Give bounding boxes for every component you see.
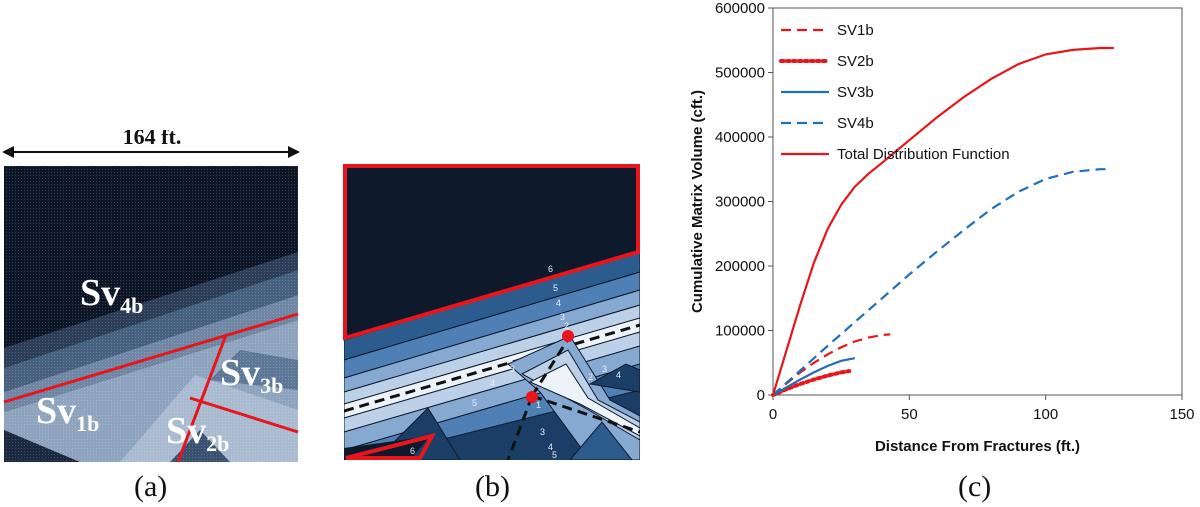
series-line (771, 46, 1114, 396)
x-tick-label: 0 (769, 406, 777, 423)
legend-entry: SV2b (837, 53, 874, 70)
series-line (771, 369, 852, 397)
partition-line (176, 334, 228, 463)
x-tick-label: 50 (901, 406, 918, 423)
legend-entry: SV1b (837, 22, 874, 39)
y-tick-label: 200000 (715, 258, 765, 275)
contour-label: 4 (548, 442, 553, 452)
contour-label: 5 (553, 283, 558, 293)
y-tick-label: 100000 (715, 323, 765, 340)
caption-c: (c) (958, 470, 992, 503)
caption-a: (a) (134, 470, 168, 503)
y-tick-label: 400000 (715, 129, 765, 146)
contour-label: 5 (552, 450, 557, 460)
contour-label: 3 (540, 427, 545, 437)
y-tick-label: 300000 (715, 194, 765, 211)
region-boundary (345, 432, 436, 460)
contour-map (344, 164, 640, 460)
arrow-left-icon (2, 146, 14, 158)
contour-label: 5 (472, 398, 477, 408)
x-tick-label: 150 (1169, 406, 1194, 423)
contour-label: 6 (410, 446, 415, 456)
fracture-line (530, 335, 572, 397)
arrow-right-icon (288, 146, 300, 158)
partition-line (3, 312, 299, 404)
fracture-line (344, 323, 640, 413)
chart-svg: 0 100000 200000 300000 400000 500000 600000 0 50… (689, 0, 1195, 455)
chart-axes: 0 100000 200000 300000 400000 500000 600000 0 50… (715, 0, 1195, 423)
x-axis-label: Distance From Fractures (ft.) (875, 438, 1080, 455)
series-line (772, 333, 891, 396)
panel-b: 6 5 4 3 2 3 4 5 3 4 5 6 1 2 3 4 (340, 160, 645, 465)
legend-entry: Total Distribution Function (837, 146, 1010, 163)
y-tick-label: 600000 (715, 0, 765, 17)
fracture-line (506, 395, 534, 460)
panel-c-chart: 0 100000 200000 300000 400000 500000 600000 0 50… (680, 0, 1200, 470)
y-tick-label: 500000 (715, 65, 765, 82)
y-tick-label: 0 (757, 387, 765, 404)
legend-entry: SV3b (837, 84, 874, 101)
mesh-image (4, 166, 298, 462)
x-tick-label: 100 (1033, 406, 1058, 423)
fracture-junction-point (562, 330, 574, 342)
width-label: 164 ft. (123, 130, 182, 149)
panel-a: 164 ft. Sv4b Sv3b Sv1b Sv2b (0, 124, 305, 470)
contour-label: 3 (560, 312, 565, 322)
region-boundary (343, 164, 640, 341)
partition-line (189, 396, 299, 434)
plot-frame (772, 7, 1183, 396)
contour-labels: 6 5 4 3 2 3 4 5 3 4 5 6 1 2 3 4 (410, 264, 621, 460)
caption-b: (b) (475, 470, 510, 503)
contour-label: 3 (510, 364, 515, 374)
fracture-junction-point (526, 391, 538, 403)
contour-label: 4 (490, 378, 495, 388)
panel-b-svg: 6 5 4 3 2 3 4 5 3 4 5 6 1 2 3 4 (343, 164, 640, 460)
series-line (772, 168, 1112, 396)
y-axis-label: Cumulative Matrix Volume (cft.) (689, 90, 706, 313)
contour-label: 1 (536, 400, 541, 410)
contour-label: 4 (556, 298, 561, 308)
contour-label: 3 (602, 364, 607, 374)
contour-label: 4 (616, 370, 621, 380)
region-label-sv1b: Sv1b (36, 390, 99, 436)
fracture-line (531, 394, 640, 434)
region-label-sv3b: Sv3b (220, 352, 283, 398)
series-line (772, 357, 856, 396)
contour-label: 6 (548, 264, 553, 274)
region-label-sv4b: Sv4b (80, 272, 143, 318)
chart-series (771, 46, 1114, 397)
region-label-sv2b: Sv2b (166, 410, 229, 456)
contour-label: 2 (564, 321, 569, 331)
contour-label: 2 (588, 372, 593, 382)
panel-a-svg: 164 ft. Sv4b Sv3b Sv1b Sv2b (2, 124, 300, 463)
legend-entry: SV4b (837, 115, 874, 132)
